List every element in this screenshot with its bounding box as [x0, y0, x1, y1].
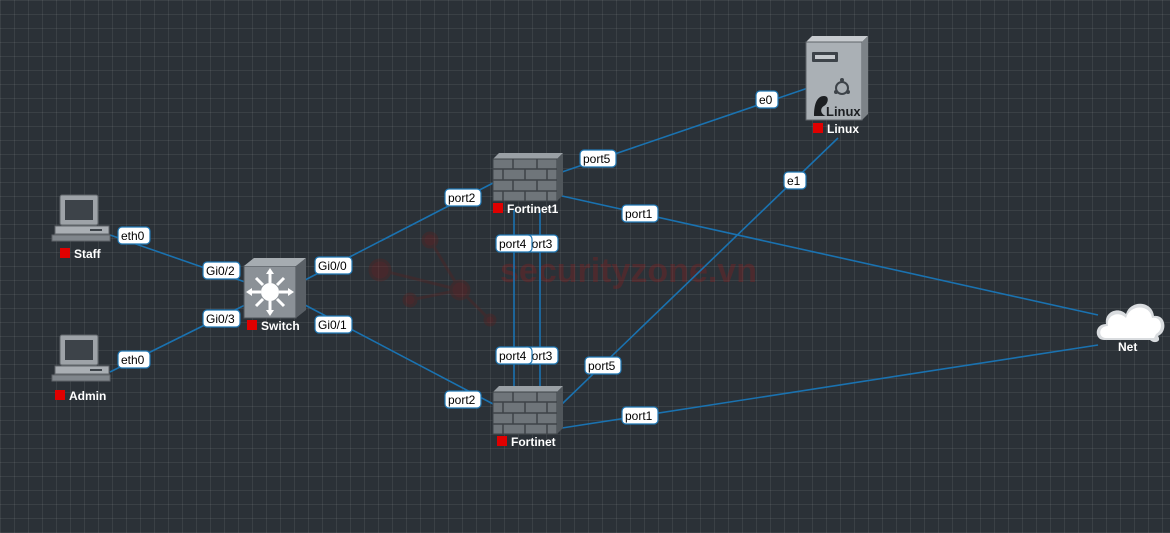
- port-label-linux-e0[interactable]: e0: [755, 90, 779, 109]
- node-label-fortinet: Fortinet: [497, 435, 556, 449]
- port-label-switch-gi02[interactable]: Gi0/2: [202, 261, 241, 280]
- cloud-icon: [1096, 303, 1165, 343]
- node-switch[interactable]: [243, 258, 306, 319]
- port-label-fortinet1-port1[interactable]: port1: [621, 204, 659, 223]
- node-name: Net: [1118, 340, 1137, 354]
- svg-text:port5: port5: [583, 152, 611, 166]
- node-name: Fortinet: [511, 435, 556, 449]
- node-linux[interactable]: Linux: [805, 36, 868, 121]
- port-label-switch-gi01[interactable]: Gi0/1: [314, 315, 353, 334]
- svg-text:Gi0/3: Gi0/3: [206, 312, 235, 326]
- node-admin[interactable]: [51, 334, 111, 382]
- node-net[interactable]: [1096, 303, 1165, 343]
- node-label-fortinet1: Fortinet1: [493, 202, 559, 216]
- port-label-fortinet-port4[interactable]: port4: [495, 346, 533, 365]
- workstation-icon: [51, 194, 111, 242]
- node-name: Linux: [827, 122, 859, 136]
- port-label-fortinet1-port2[interactable]: port2: [444, 188, 482, 207]
- port-label-admin-eth0[interactable]: eth0: [117, 350, 151, 369]
- svg-text:port1: port1: [625, 409, 653, 423]
- node-label-linux: Linux: [813, 122, 859, 136]
- node-staff[interactable]: [51, 194, 111, 242]
- port-label-fortinet1-port4[interactable]: port4: [495, 234, 533, 253]
- node-fortinet1[interactable]: [492, 153, 563, 202]
- svg-text:e1: e1: [787, 174, 801, 188]
- status-indicator: [497, 436, 507, 446]
- svg-text:port5: port5: [588, 359, 616, 373]
- node-name: Fortinet1: [507, 202, 559, 216]
- svg-text:port2: port2: [448, 393, 476, 407]
- node-name: Switch: [261, 319, 300, 333]
- svg-text:Gi0/0: Gi0/0: [318, 259, 347, 273]
- svg-text:port4: port4: [499, 349, 527, 363]
- firewall-icon: [492, 153, 563, 202]
- watermark-logo-icon: [368, 231, 497, 327]
- svg-text:Gi0/2: Gi0/2: [206, 264, 235, 278]
- svg-text:e0: e0: [759, 93, 773, 107]
- svg-text:port4: port4: [499, 237, 527, 251]
- node-fortinet[interactable]: [492, 386, 563, 435]
- node-name: Staff: [74, 247, 102, 261]
- status-indicator: [55, 390, 65, 400]
- svg-text:Gi0/1: Gi0/1: [318, 318, 347, 332]
- node-label-admin: Admin: [55, 389, 106, 403]
- node-name: Admin: [69, 389, 106, 403]
- status-indicator: [493, 203, 503, 213]
- watermark-text: securityzone.vn: [500, 252, 757, 290]
- svg-text:port2: port2: [448, 191, 476, 205]
- firewall-icon: [492, 386, 563, 435]
- svg-text:eth0: eth0: [121, 229, 145, 243]
- port-label-staff-eth0[interactable]: eth0: [117, 226, 151, 245]
- port-label-fortinet-port2[interactable]: port2: [444, 390, 482, 409]
- node-label-switch: Switch: [247, 319, 300, 333]
- linux-badge-text: Linux: [826, 104, 861, 119]
- status-indicator: [247, 320, 257, 330]
- svg-text:eth0: eth0: [121, 353, 145, 367]
- status-indicator: [813, 123, 823, 133]
- workstation-icon: [51, 334, 111, 382]
- node-label-staff: Staff: [60, 247, 102, 261]
- port-label-fortinet-port5[interactable]: port5: [584, 356, 622, 375]
- port-label-linux-e1[interactable]: e1: [783, 171, 807, 190]
- port-labels: eth0 Gi0/2 eth0 Gi0/3 Gi0/0 port2 Gi0/1 …: [117, 90, 807, 425]
- node-label-net: Net: [1118, 340, 1137, 354]
- layer3-switch-icon: [243, 258, 306, 319]
- port-label-fortinet1-port5[interactable]: port5: [579, 149, 617, 168]
- port-label-fortinet-port1[interactable]: port1: [621, 406, 659, 425]
- watermark: securityzone.vn: [368, 231, 757, 327]
- port-label-switch-gi00[interactable]: Gi0/0: [314, 256, 353, 275]
- svg-text:port1: port1: [625, 207, 653, 221]
- linux-server-icon: [805, 36, 868, 121]
- port-label-switch-gi03[interactable]: Gi0/3: [202, 309, 241, 328]
- status-indicator: [60, 248, 70, 258]
